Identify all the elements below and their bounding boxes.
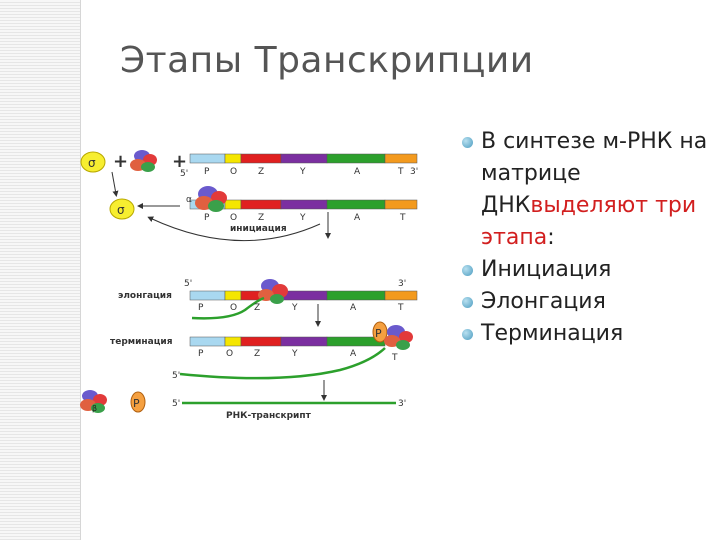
gene-label-o: O — [230, 303, 237, 313]
gene-label-y: Y — [291, 303, 298, 313]
slide-title: Этапы Транскрипции — [120, 40, 534, 81]
core-enzyme — [130, 150, 157, 172]
rna-polymerase-terminating — [384, 325, 413, 350]
five-prime-label: 5' — [172, 399, 180, 409]
row-elongation: элонгация 5' 3' P O Z Y A T — [118, 279, 417, 324]
gene-label-a: A — [354, 213, 361, 223]
gene-label-o: O — [230, 167, 237, 177]
row-products: β P 5' 3' РНК-транскрипт — [80, 390, 406, 421]
bullet-text: Элонгация — [481, 289, 606, 314]
gene-label-t: T — [391, 353, 398, 363]
gene-label-y: Y — [291, 349, 298, 359]
alpha-label: α — [186, 195, 192, 205]
bullet-item: Элонгация — [462, 286, 712, 318]
gene-label-a: A — [354, 167, 361, 177]
five-prime-label: 5' — [184, 279, 192, 289]
gene-label-p: P — [204, 213, 210, 223]
five-prime-label: 5' — [172, 371, 180, 381]
gene-label-o: O — [226, 349, 233, 359]
initiation-label: инициация — [230, 224, 287, 234]
five-prime-label: 5' — [180, 169, 188, 179]
elongation-label: элонгация — [118, 291, 172, 301]
sigma-label: σ — [88, 156, 96, 170]
gene-label-o: O — [230, 213, 237, 223]
gene-label-t: T — [399, 213, 406, 223]
gene-label-a: A — [350, 349, 357, 359]
row-free-components: σ + + 5' P O Z Y A T 3' — [81, 150, 418, 179]
rho-label: P — [375, 327, 382, 340]
three-prime-label: 3' — [398, 279, 406, 289]
transcription-diagram: σ + + 5' P O Z Y A T 3' σ — [80, 140, 440, 440]
gene-label-p: P — [198, 303, 204, 313]
bullet-item: Терминация — [462, 318, 712, 350]
gene-label-t: T — [397, 303, 404, 313]
three-prime-label: 3' — [398, 399, 406, 409]
gene-label-t: T — [397, 167, 404, 177]
row-holoenzyme: σ α P O Z Y A T инициация — [110, 186, 417, 241]
bullet-text: Терминация — [481, 321, 623, 346]
gene-label-y: Y — [299, 213, 306, 223]
bullet-item: В синтезе м-РНК на матрице ДНКвыделяют т… — [462, 126, 712, 254]
gene-label-p: P — [198, 349, 204, 359]
bullet-list: В синтезе м-РНК на матрице ДНКвыделяют т… — [462, 126, 712, 350]
gene-label-a: A — [350, 303, 357, 313]
gene-label-p: P — [204, 167, 210, 177]
row-termination: терминация P P O Z Y A T 5' — [110, 322, 413, 398]
gene-label-z: Z — [254, 303, 260, 313]
holoenzyme — [195, 186, 227, 212]
bullet-text: Инициация — [481, 257, 611, 282]
dna-strand-1 — [190, 154, 417, 163]
decorative-side-band — [0, 0, 81, 540]
plus-sign: + — [113, 151, 128, 172]
termination-label: терминация — [110, 337, 173, 347]
gene-label-z: Z — [254, 349, 260, 359]
dna-strand-4 — [190, 337, 385, 346]
gene-label-z: Z — [258, 213, 264, 223]
bullet-colon: : — [547, 225, 554, 250]
rna-polymerase — [258, 279, 288, 304]
arrow-down — [112, 172, 116, 194]
three-prime-label: 3' — [410, 167, 418, 177]
gene-label-y: Y — [299, 167, 306, 177]
sigma-label: σ — [117, 203, 125, 217]
transcript-label: РНК-транскрипт — [226, 411, 312, 421]
gene-label-z: Z — [258, 167, 264, 177]
bullet-item: Инициация — [462, 254, 712, 286]
beta-label: β — [92, 404, 97, 413]
dna-strand-3 — [190, 291, 417, 300]
rho-label: P — [133, 397, 140, 410]
